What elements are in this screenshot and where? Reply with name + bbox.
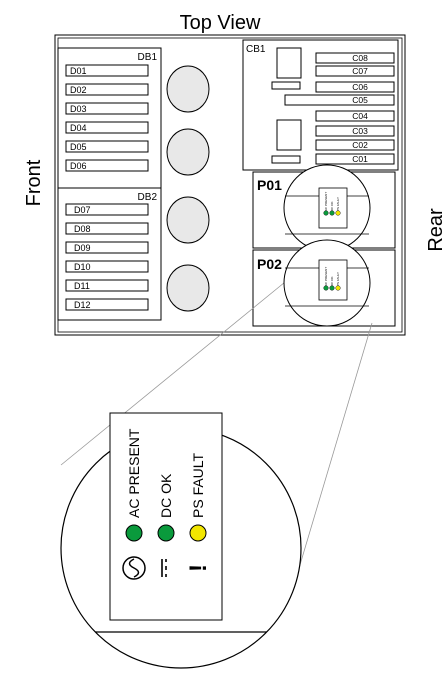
led-label-ps-fault: PS FAULT (190, 452, 206, 518)
svg-text:D05: D05 (70, 142, 87, 152)
callout-line-left (60, 277, 291, 466)
svg-text:D01: D01 (70, 66, 87, 76)
svg-text:C06: C06 (352, 82, 368, 92)
chassis-outline (54, 34, 406, 336)
p02-led-label-dc-ok: DC OK (330, 276, 334, 286)
svg-text:D07: D07 (74, 205, 91, 215)
svg-text:D08: D08 (74, 224, 91, 234)
cb1-small-block-upper (271, 81, 301, 90)
drive-slot-d12: D12 (65, 298, 149, 311)
svg-text:C07: C07 (352, 66, 368, 76)
card-slot-c08: C08 (315, 52, 395, 64)
svg-text:C02: C02 (352, 140, 368, 150)
svg-text:D10: D10 (74, 262, 91, 272)
svg-text:D06: D06 (70, 161, 87, 171)
p01-led-label-ps-fault: PS FAULT (336, 197, 340, 211)
drive-slot-d11: D11 (65, 279, 149, 292)
svg-text:C04: C04 (352, 111, 368, 121)
card-slot-c01: C01 (315, 153, 395, 165)
power-supply-p02-label: P02 (257, 256, 282, 272)
svg-text:C08: C08 (352, 53, 368, 63)
drive-slot-d01: D01 (65, 64, 149, 77)
led-label-dc-ok: DC OK (158, 473, 174, 518)
ps-fault-led (189, 524, 207, 542)
magnified-led-panel: AC PRESENT DC OK PS FAULT ! (60, 412, 302, 669)
fan-1 (166, 65, 210, 113)
card-slot-c05: C05 (284, 94, 395, 106)
drive-slot-d08: D08 (65, 222, 149, 235)
card-slot-c04: C04 (315, 110, 395, 122)
card-slot-c03: C03 (315, 125, 395, 137)
drive-slot-d02: D02 (65, 83, 149, 96)
dc-ok-led (157, 524, 175, 542)
led-panel-faceplate (109, 412, 223, 621)
fan-4 (166, 264, 210, 312)
fault-exclamation-icon: ! (185, 564, 212, 572)
svg-text:D04: D04 (70, 123, 87, 133)
callout-line-right (293, 322, 373, 586)
card-bay-cb1-label: CB1 (246, 44, 266, 55)
drive-slot-d10: D10 (65, 260, 149, 273)
p02-ps-fault-led (335, 285, 341, 291)
p01-led-label-dc-ok: DC OK (330, 201, 334, 211)
card-slot-c06: C06 (315, 81, 395, 93)
power-supply-p01-label: P01 (257, 177, 282, 193)
ac-sine-icon (122, 556, 146, 580)
p01-led-label-ac-present: AC PRESENT (324, 192, 328, 211)
p01-ps-fault-led (335, 210, 341, 216)
ac-present-led (125, 524, 143, 542)
svg-text:C01: C01 (352, 154, 368, 164)
rear-label: Rear (425, 208, 443, 252)
cb1-chip-upper (276, 47, 302, 79)
drive-slot-d09: D09 (65, 241, 149, 254)
title: Top View (180, 12, 261, 34)
svg-text:D09: D09 (74, 243, 91, 253)
drive-bay-db1-label: DB1 (138, 52, 158, 63)
p02-ac-present-led (323, 285, 329, 291)
p02-led-label-ps-fault: PS FAULT (336, 272, 340, 286)
p01-dc-ok-led (329, 210, 335, 216)
drive-slot-d03: D03 (65, 102, 149, 115)
svg-text:C03: C03 (352, 126, 368, 136)
svg-text:D03: D03 (70, 104, 87, 114)
svg-text:D12: D12 (74, 300, 91, 310)
drive-slot-d04: D04 (65, 121, 149, 134)
p02-dc-ok-led (329, 285, 335, 291)
p02-led-panel-magnifier: AC PRESENT DC OK PS FAULT (283, 239, 371, 327)
dc-symbol-icon (161, 559, 167, 577)
fan-2 (166, 128, 210, 176)
led-label-ac-present: AC PRESENT (126, 428, 142, 518)
cb1-chip-lower (276, 119, 302, 151)
front-label: Front (23, 159, 45, 206)
card-slot-c02: C02 (315, 139, 395, 151)
drive-slot-d07: D07 (65, 203, 149, 216)
drive-bay-db2-label: DB2 (138, 192, 158, 203)
fan-3 (166, 196, 210, 244)
p01-led-panel-magnifier: AC PRESENT DC OK PS FAULT (283, 164, 371, 252)
p02-led-label-ac-present: AC PRESENT (324, 267, 328, 286)
svg-text:C05: C05 (352, 95, 368, 105)
drive-bay-db2 (57, 187, 162, 321)
svg-text:D02: D02 (70, 85, 87, 95)
card-slot-c07: C07 (315, 65, 395, 77)
p01-ac-present-led (323, 210, 329, 216)
svg-text:D11: D11 (74, 281, 90, 291)
cb1-small-block-lower (271, 155, 301, 164)
drive-slot-d06: D06 (65, 159, 149, 172)
drive-slot-d05: D05 (65, 140, 149, 153)
